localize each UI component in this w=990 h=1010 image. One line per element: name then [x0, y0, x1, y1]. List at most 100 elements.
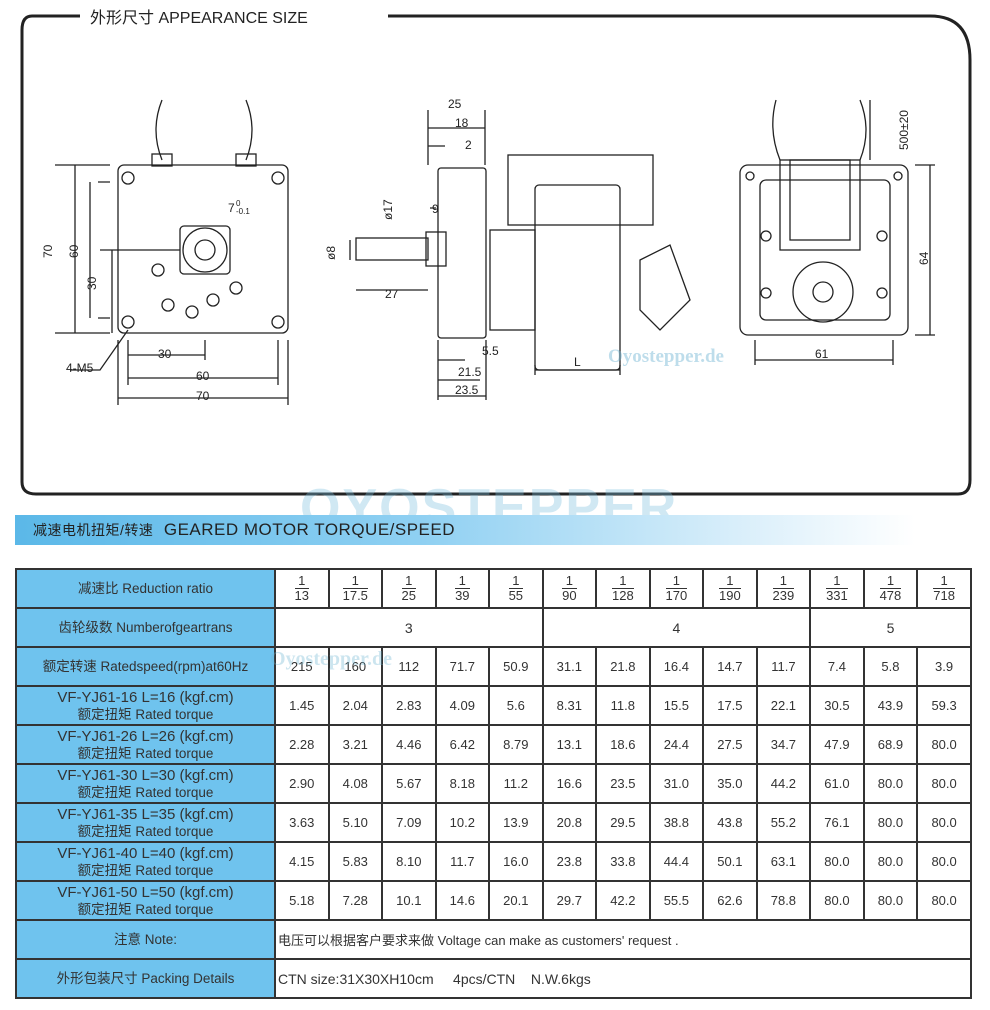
ratio-denominator: 25	[401, 588, 417, 603]
gear-stage-cell: 3	[274, 607, 544, 648]
ratio-numerator: 1	[562, 574, 577, 589]
torque-cell: 17.5	[702, 685, 758, 726]
torque-cell: 18.6	[595, 724, 651, 765]
torque-cell: 8.31	[541, 685, 598, 726]
section-title-cn: 减速电机扭矩/转速	[33, 522, 154, 538]
torque-row: VF-YJ61-35 L=35 (kgf.cm)额定扭矩 Rated torqu…	[15, 802, 972, 843]
section-title-en: GEARED MOTOR TORQUE/SPEED	[163, 520, 456, 539]
dim-side-23-5: 23.5	[455, 383, 479, 397]
speed-cell: 16.4	[648, 646, 705, 687]
torque-cell: 14.6	[434, 880, 491, 921]
packing-label: 外形包装尺寸 Packing Details	[15, 958, 276, 999]
ratio-denominator: 13	[294, 588, 309, 603]
torque-cell: 44.2	[755, 763, 812, 804]
dim-rear-61: 61	[815, 347, 829, 361]
dim-side-27: 27	[385, 287, 399, 301]
torque-cell: 5.83	[327, 841, 384, 882]
torque-cell: 80.0	[862, 880, 919, 921]
torque-cell: 59.3	[916, 685, 972, 726]
ratio-denominator: 17.5	[342, 588, 368, 603]
note-text: 电压可以根据客户要求来做 Voltage can make as custome…	[274, 919, 972, 960]
ratio-numerator: 1	[455, 574, 470, 589]
torque-cell: 80.0	[809, 841, 865, 882]
torque-cell: 55.5	[648, 880, 705, 921]
torque-cell: 80.0	[916, 724, 972, 765]
speed-cell: 14.7	[702, 646, 758, 687]
torque-cell: 20.8	[541, 802, 598, 843]
torque-row-label: VF-YJ61-50 L=50 (kgf.cm)额定扭矩 Rated torqu…	[15, 880, 276, 921]
torque-row: VF-YJ61-40 L=40 (kgf.cm)额定扭矩 Rated torqu…	[15, 841, 972, 882]
dim-side-2: 2	[465, 138, 472, 152]
torque-cell: 15.5	[648, 685, 705, 726]
torque-row-label: VF-YJ61-16 L=16 (kgf.cm)额定扭矩 Rated torqu…	[15, 685, 276, 726]
torque-cell: 8.18	[434, 763, 491, 804]
torque-cell: 34.7	[755, 724, 812, 765]
ratio-denominator: 170	[665, 588, 688, 603]
model-name: VF-YJ61-50 L=50 (kgf.cm)	[57, 883, 234, 901]
torque-cell: 43.9	[862, 685, 919, 726]
torque-cell: 5.67	[381, 763, 437, 804]
rear-view	[739, 99, 935, 365]
ratio-numerator: 1	[933, 574, 955, 589]
dim-side-21-5: 21.5	[458, 365, 482, 379]
dim-rear-64: 64	[917, 251, 931, 265]
dim-side-l: L	[574, 355, 581, 369]
torque-cell: 61.0	[809, 763, 865, 804]
model-name: VF-YJ61-26 L=26 (kgf.cm)	[57, 727, 234, 745]
torque-cell: 10.1	[381, 880, 437, 921]
rated-torque-label: 额定扭矩 Rated torque	[77, 862, 214, 878]
torque-cell: 43.8	[702, 802, 758, 843]
model-name: VF-YJ61-16 L=16 (kgf.cm)	[57, 688, 234, 706]
torque-cell: 2.28	[274, 724, 330, 765]
rated-torque-label: 额定扭矩 Rated torque	[77, 901, 214, 917]
torque-cell: 33.8	[595, 841, 651, 882]
packing-text: CTN size:31X30XH10cm 4pcs/CTN N.W.6kgs	[274, 958, 972, 999]
torque-cell: 30.5	[809, 685, 865, 726]
ratio-numerator: 1	[826, 574, 848, 589]
ratio-denominator: 190	[719, 588, 741, 603]
torque-row-label: VF-YJ61-35 L=35 (kgf.cm)额定扭矩 Rated torqu…	[15, 802, 276, 843]
model-name: VF-YJ61-30 L=30 (kgf.cm)	[57, 766, 234, 784]
torque-row: VF-YJ61-26 L=26 (kgf.cm)额定扭矩 Rated torqu…	[15, 724, 972, 765]
dim-front-tol-upper: 0	[236, 199, 241, 208]
torque-cell: 5.18	[274, 880, 330, 921]
torque-cell: 8.10	[381, 841, 437, 882]
speed-cell: 7.4	[809, 646, 865, 687]
torque-cell: 80.0	[809, 880, 865, 921]
dim-front-tol-lower: -0.1	[236, 207, 250, 216]
ratio-numerator: 1	[342, 574, 368, 589]
rated-torque-label: 额定扭矩 Rated torque	[77, 745, 214, 761]
dim-side-9: 9	[432, 202, 439, 216]
ratio-denominator: 128	[612, 588, 634, 603]
ratio-denominator: 331	[826, 588, 848, 603]
torque-cell: 20.1	[488, 880, 544, 921]
torque-cell: 5.6	[488, 685, 544, 726]
torque-cell: 50.1	[702, 841, 758, 882]
torque-cell: 80.0	[916, 802, 972, 843]
dim-side-5-5: 5.5	[482, 344, 499, 358]
torque-row: VF-YJ61-16 L=16 (kgf.cm)额定扭矩 Rated torqu…	[15, 685, 972, 726]
front-view	[55, 99, 289, 405]
frame-border	[20, 14, 972, 496]
ratio-denominator: 478	[879, 588, 902, 603]
speed-cell: 215	[274, 646, 330, 687]
torque-cell: 11.2	[488, 763, 544, 804]
ratio-numerator: 1	[879, 574, 902, 589]
appearance-drawing: 外形尺寸 APPEARANCE SIZE 70 60 30 7 0 -0.1 4…	[20, 9, 972, 496]
torque-cell: 11.8	[595, 685, 651, 726]
speed-cell: 71.7	[434, 646, 491, 687]
dim-front-60w: 60	[196, 369, 210, 383]
section-header: 减速电机扭矩/转速 GEARED MOTOR TORQUE/SPEED	[15, 515, 915, 545]
